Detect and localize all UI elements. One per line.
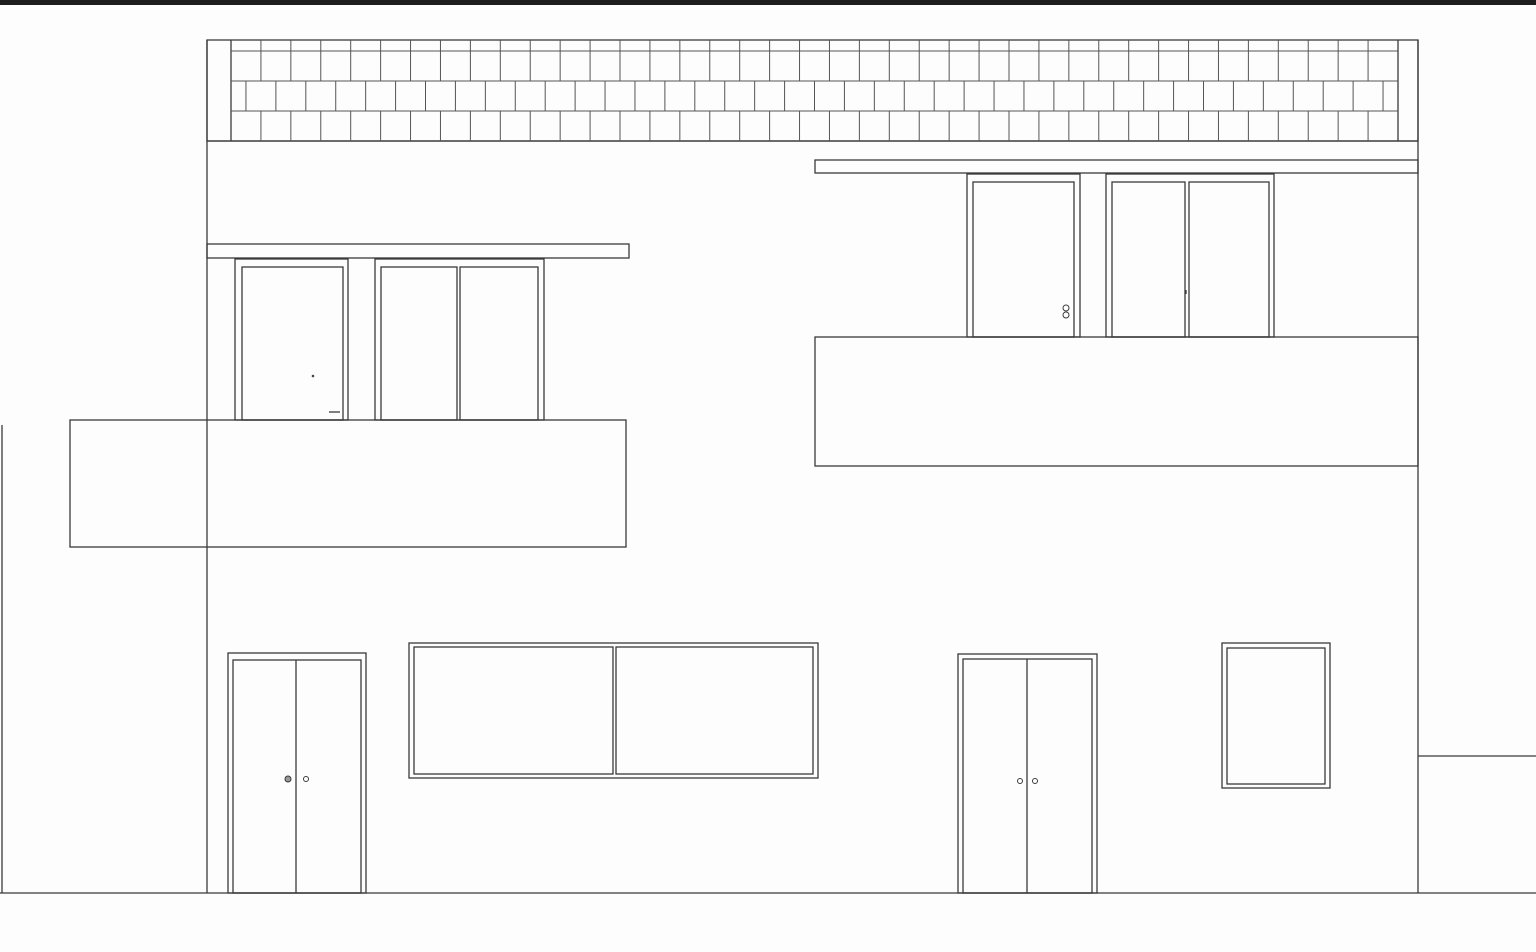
left-balcony [69, 243, 630, 548]
right-balcony-slider[interactable] [1105, 173, 1275, 338]
right-balcony-door-leaf [972, 181, 1075, 338]
right-balcony-canopy [814, 159, 1419, 174]
wide-window-pane-2 [615, 646, 814, 775]
right-entrance-door[interactable] [957, 653, 1098, 894]
small-window-pane [1226, 647, 1326, 785]
left-balcony-slider-leaf-2 [459, 266, 539, 421]
door-knob-icon [1017, 778, 1023, 784]
roof-parapet [206, 39, 1419, 142]
left-entrance-door-leaves [232, 659, 362, 894]
parapet-tile-grid [231, 40, 1398, 141]
right-balcony [814, 159, 1419, 467]
window-top-bar [0, 0, 1536, 5]
left-balcony-slider[interactable] [374, 258, 545, 421]
right-balcony-door-frame [966, 173, 1081, 338]
right-balcony-parapet [814, 336, 1419, 467]
left-entrance-door-frame [227, 652, 367, 894]
left-balcony-door[interactable] [234, 258, 349, 421]
left-entrance-door[interactable] [227, 652, 367, 894]
small-window-frame [1221, 642, 1331, 789]
door-viewer-icon [311, 374, 315, 378]
wide-window-frame [408, 642, 819, 779]
wide-window-pane-1 [413, 646, 614, 775]
right-balcony-slider-frame [1105, 173, 1275, 338]
door-lock-icon [1062, 311, 1070, 319]
left-balcony-slider-leaf-1 [380, 266, 458, 421]
left-balcony-canopy [206, 243, 630, 259]
right-balcony-slider-leaf-2 [1188, 181, 1270, 338]
left-balcony-parapet [69, 419, 627, 548]
door-knob-icon [1032, 778, 1038, 784]
wide-window[interactable] [408, 642, 819, 779]
door-knob-icon [1062, 304, 1070, 312]
door-knob-icon [303, 776, 309, 782]
door-knob-icon [284, 775, 292, 783]
left-balcony-door-frame [234, 258, 349, 421]
right-balcony-door[interactable] [966, 173, 1081, 338]
left-balcony-door-leaf [241, 266, 344, 421]
parapet-frame [206, 39, 1419, 142]
right-balcony-slider-leaf-1 [1111, 181, 1186, 338]
small-window[interactable] [1221, 642, 1331, 789]
